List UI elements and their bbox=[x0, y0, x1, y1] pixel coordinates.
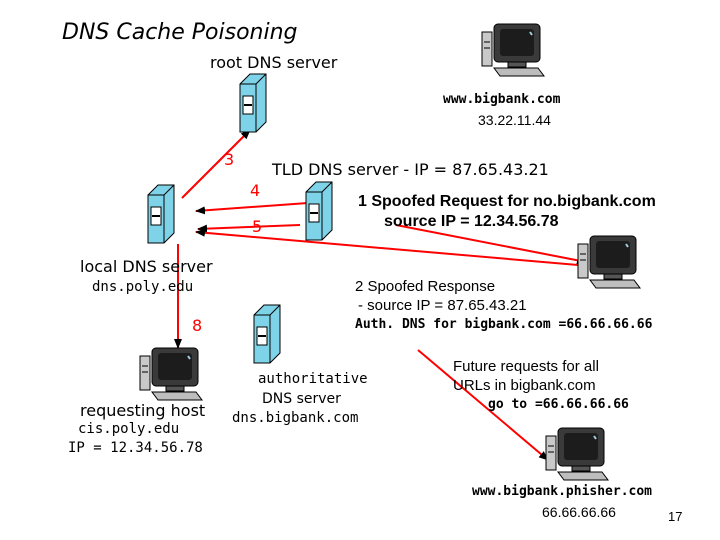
arrow-future-requests bbox=[417, 349, 549, 461]
phisher-ip: 66.66.66.66 bbox=[542, 504, 616, 520]
arrow-step-3 bbox=[181, 129, 251, 199]
tld-dns-server-icon bbox=[305, 181, 333, 241]
root-dns-server-icon bbox=[239, 73, 267, 133]
tld-dns-server-label: TLD DNS server - IP = 87.65.43.21 bbox=[272, 160, 549, 179]
requesting-host-label: requesting host bbox=[80, 401, 206, 420]
spoofed-response-line-3: Auth. DNS for bigbank.com =66.66.66.66 bbox=[355, 317, 653, 332]
local-dns-server-icon bbox=[147, 184, 175, 244]
requesting-host-ip: IP = 12.34.56.78 bbox=[68, 440, 203, 456]
local-dns-server-label: local DNS server bbox=[80, 257, 213, 276]
phisher-computer-icon bbox=[545, 427, 609, 481]
arrow-spoofed-request bbox=[195, 228, 579, 266]
slide-number: 17 bbox=[668, 509, 683, 524]
future-requests-line-3: go to =66.66.66.66 bbox=[488, 397, 629, 412]
spoofed-response-line-2: - source IP = 87.65.43.21 bbox=[358, 297, 527, 314]
future-requests-line-2: URLs in bigbank.com bbox=[453, 377, 596, 394]
step-5-label: 5 bbox=[252, 217, 263, 236]
bigbank-computer-icon bbox=[481, 23, 545, 77]
spoofed-response-line-1: 2 Spoofed Response bbox=[355, 278, 496, 295]
arrow-step-5 bbox=[197, 224, 301, 233]
arrow-step-4 bbox=[195, 202, 309, 215]
spoofed-request-line-1: 1 Spoofed Request for no.bigbank.com bbox=[358, 193, 656, 210]
spoofed-request-line-2: source IP = 12.34.56.78 bbox=[384, 213, 559, 230]
authoritative-host: dns.bigbank.com bbox=[232, 410, 359, 426]
step-8-label: 8 bbox=[192, 316, 203, 335]
authoritative-dns-server-icon bbox=[253, 304, 281, 364]
local-dns-host: dns.poly.edu bbox=[92, 279, 194, 295]
bigbank-host: www.bigbank.com bbox=[443, 92, 561, 107]
authoritative-line-2: DNS server bbox=[262, 391, 341, 407]
bigbank-ip: 33.22.11.44 bbox=[478, 112, 551, 128]
requesting-host-name: cis.poly.edu bbox=[78, 421, 180, 437]
authoritative-line-1: authoritative bbox=[258, 371, 368, 387]
arrow-spoofed-response bbox=[395, 224, 587, 265]
step-4-label: 4 bbox=[250, 181, 261, 200]
step-3-label: 3 bbox=[224, 150, 235, 169]
requesting-host-computer-icon bbox=[139, 347, 203, 401]
attacker-computer-icon bbox=[577, 235, 641, 289]
future-requests-line-1: Future requests for all bbox=[453, 358, 599, 375]
root-dns-server-label: root DNS server bbox=[210, 53, 338, 72]
slide-title: DNS Cache Poisoning bbox=[62, 20, 298, 45]
phisher-host: www.bigbank.phisher.com bbox=[472, 484, 653, 499]
